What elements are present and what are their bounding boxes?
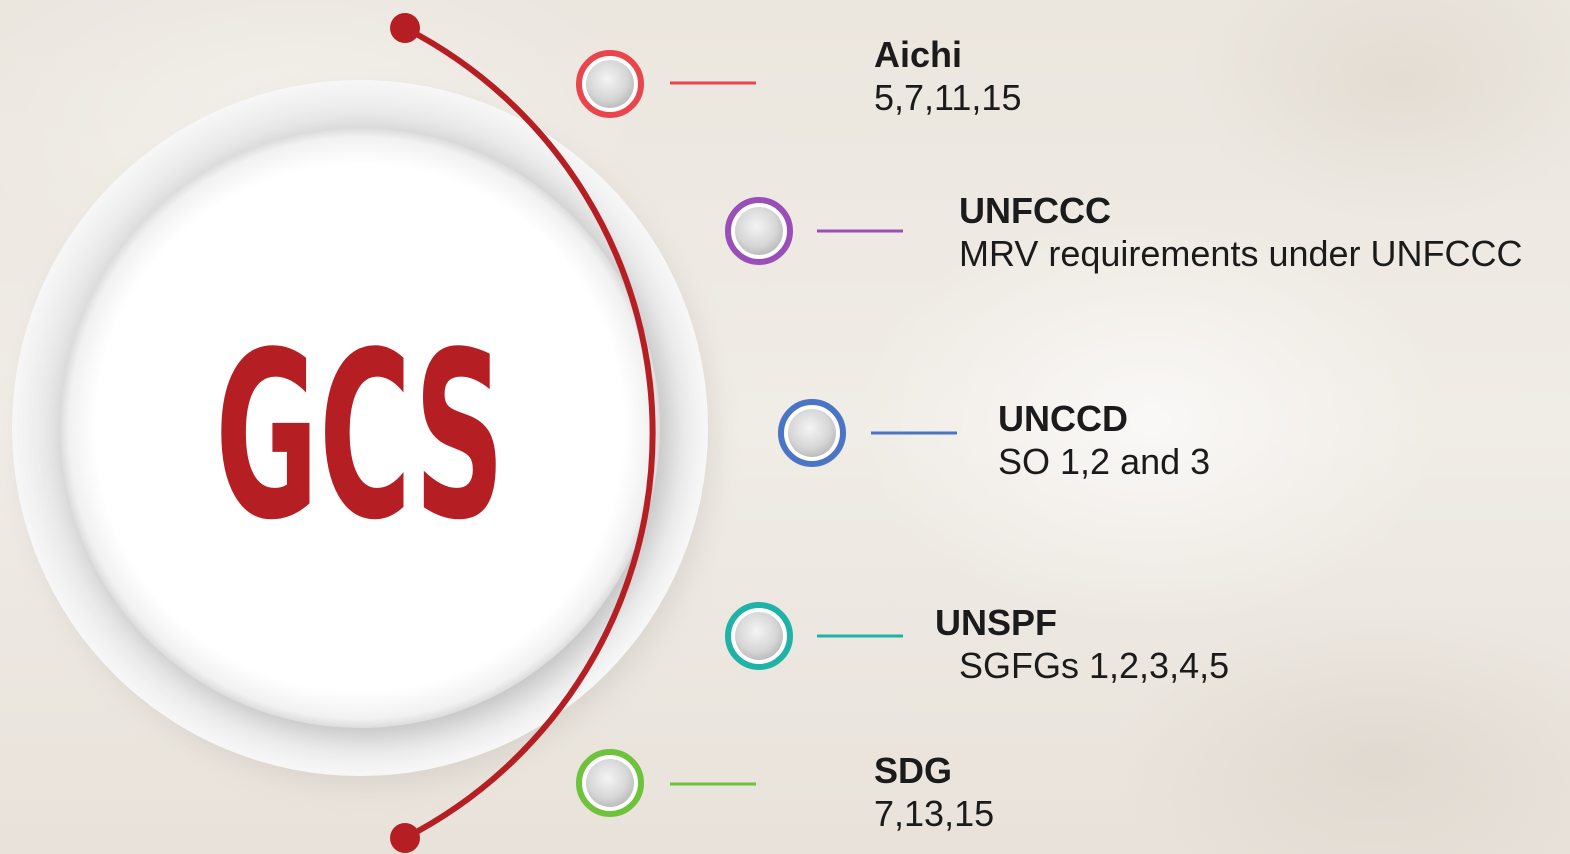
item-description: SGFGs 1,2,3,4,5 [959, 645, 1230, 686]
node-core [735, 207, 783, 255]
node-unccd [778, 399, 957, 467]
connector-arc [403, 25, 656, 841]
item-description: 5,7,11,15 [874, 77, 1022, 118]
node-core [735, 612, 783, 660]
hub-inner-circle [60, 128, 660, 728]
item-unccd: UNCCD SO 1,2 and 3 [998, 398, 1210, 484]
node-unspf [725, 602, 903, 670]
node-core [788, 409, 836, 457]
item-description: 7,13,15 [874, 793, 995, 834]
node-core [586, 759, 634, 807]
item-title: UNSPF [935, 602, 1058, 643]
item-description: SO 1,2 and 3 [998, 441, 1211, 482]
item-title: UNCCD [998, 398, 1128, 439]
node-core [586, 60, 634, 108]
hub-label: GCS [215, 304, 505, 571]
item-sdg: SDG 7,13,15 [874, 750, 994, 836]
arc-start-dot [390, 13, 420, 43]
item-title: UNFCCC [959, 190, 1111, 231]
node-aichi [576, 50, 756, 118]
item-title: SDG [874, 750, 953, 791]
item-unfccc: UNFCCC MRV requirements under UNFCCC [959, 190, 1523, 276]
item-title: Aichi [874, 34, 963, 75]
item-description: MRV requirements under UNFCCC [959, 233, 1523, 274]
node-unfccc [725, 197, 903, 265]
arc-end-dot [390, 823, 420, 853]
item-aichi: Aichi 5,7,11,15 [874, 34, 1021, 120]
item-unspf: UNSPF SGFGs 1,2,3,4,5 [935, 602, 1229, 688]
node-sdg [576, 749, 756, 817]
